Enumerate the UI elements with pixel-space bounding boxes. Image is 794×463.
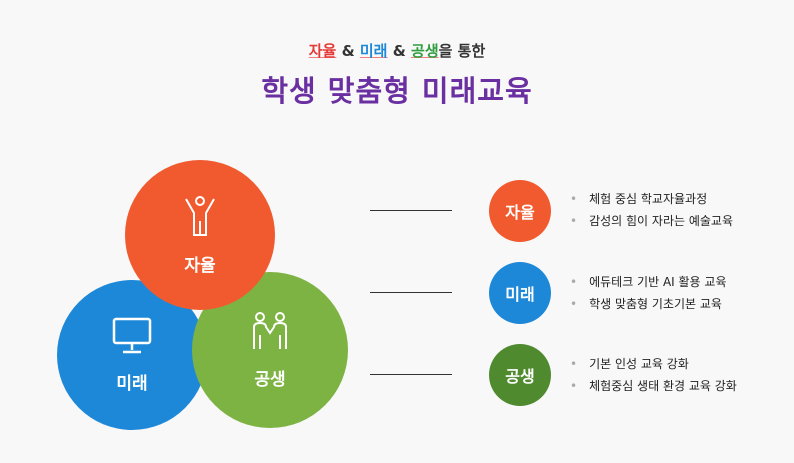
list-item: 체험 중심 학교자율과정 xyxy=(570,188,733,210)
coexist-list: 기본 인성 교육 강화체험중심 생태 환경 교육 강화 xyxy=(570,353,737,397)
monitor-icon xyxy=(112,317,152,353)
venn-label: 미래 xyxy=(116,373,148,394)
badge-future: 미래 xyxy=(489,262,551,324)
amp: & xyxy=(336,42,360,60)
sub-coexist: 공생 xyxy=(411,42,439,60)
list-item: 기본 인성 교육 강화 xyxy=(570,353,737,375)
page-title: 학생 맞춤형 미래교육 xyxy=(261,74,533,108)
venn-label: 공생 xyxy=(254,369,286,390)
connector-line xyxy=(370,292,452,293)
list-item: 감성의 힘이 자라는 예술교육 xyxy=(570,210,733,232)
amp: & xyxy=(387,42,412,60)
connector-line xyxy=(370,210,452,211)
list-item: 학생 맞춤형 기초기본 교육 xyxy=(570,293,727,315)
venn-autonomy: 자율 xyxy=(125,160,275,310)
sub-future: 미래 xyxy=(359,42,388,60)
autonomy-list: 체험 중심 학교자율과정감성의 힘이 자라는 예술교육 xyxy=(570,188,733,232)
sub-rest: 을 통한 xyxy=(438,42,486,60)
list-item: 에듀테크 기반 AI 활용 교육 xyxy=(570,271,726,293)
badge-autonomy: 자율 xyxy=(489,180,551,242)
person-arms-up-icon xyxy=(185,195,215,236)
venn-label: 자율 xyxy=(184,255,216,276)
connector-line xyxy=(370,374,452,375)
badge-coexist: 공생 xyxy=(489,344,551,406)
future-list: 에듀테크 기반 AI 활용 교육학생 맞춤형 기초기본 교육 xyxy=(570,271,727,315)
sub-autonomy: 자율 xyxy=(308,42,337,60)
list-item: 체험중심 생태 환경 교육 강화 xyxy=(570,375,737,397)
two-people-icon xyxy=(253,311,287,349)
venn-coexist: 공생 xyxy=(192,272,348,428)
subtitle: 자율 & 미래 & 공생을 통한 xyxy=(0,40,794,61)
